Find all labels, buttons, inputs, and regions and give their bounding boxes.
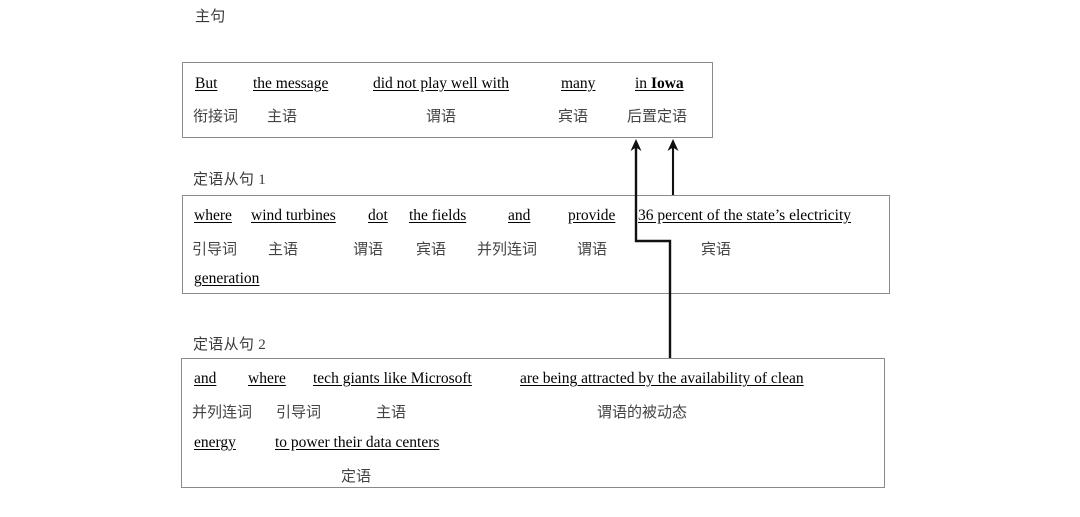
token-in: in	[635, 75, 651, 92]
label-introductory-word-1: 引导词	[192, 242, 238, 258]
label-predicate-1: 谓语	[353, 242, 384, 258]
token-dot: dot	[368, 207, 388, 224]
label-object-1: 宾语	[416, 242, 447, 258]
token-generation: generation	[194, 270, 260, 287]
token-the-message: the message	[253, 75, 329, 92]
token-36-percent-of-the-states-electricity: 36 percent of the state’s electricity	[638, 207, 852, 224]
token-and-1: and	[508, 207, 531, 224]
label-coordinating-conjunction-2: 并列连词	[192, 405, 253, 421]
label-subject-1: 主语	[268, 242, 299, 258]
label-passive-predicate: 谓语的被动态	[597, 405, 688, 421]
label-predicate: 谓语	[426, 109, 457, 125]
token-and-2: and	[194, 370, 217, 387]
label-coordinating-conjunction-1: 并列连词	[477, 242, 538, 258]
label-postpositive-attributive: 后置定语	[627, 109, 688, 125]
token-many: many	[561, 75, 596, 92]
token-energy: energy	[194, 434, 236, 451]
token-wind-turbines: wind turbines	[251, 207, 336, 224]
label-subject-2: 主语	[376, 405, 407, 421]
attributive-clause-1-box: where wind turbines dot the fields and p…	[182, 195, 890, 294]
token-are-being-attracted: are being attracted by the availability …	[520, 370, 804, 387]
attributive-clause-2-box: and where tech giants like Microsoft are…	[181, 358, 885, 488]
token-in-iowa: in Iowa	[635, 75, 684, 93]
caption-attributive-clause-2: 定语从句 2	[193, 337, 267, 353]
main-clause-box: But the message did not play well with m…	[182, 62, 713, 138]
token-but: But	[195, 75, 218, 92]
token-did-not-play-well-with: did not play well with	[373, 75, 510, 92]
token-where-2: where	[248, 370, 286, 387]
label-subject: 主语	[267, 109, 298, 125]
token-the-fields: the fields	[409, 207, 467, 224]
token-tech-giants-like-microsoft: tech giants like Microsoft	[313, 370, 472, 387]
label-introductory-word-2: 引导词	[276, 405, 322, 421]
token-where-1: where	[194, 207, 232, 224]
label-connective: 衔接词	[193, 109, 239, 125]
token-to-power-their-data-centers: to power their data centers	[275, 434, 440, 451]
caption-main-clause: 主句	[195, 9, 226, 25]
label-object-2: 宾语	[701, 242, 732, 258]
label-object: 宾语	[558, 109, 589, 125]
token-provide: provide	[568, 207, 616, 224]
arrow-from-attributive-clause-1	[667, 139, 679, 195]
label-attributive: 定语	[341, 469, 372, 485]
label-predicate-2: 谓语	[577, 242, 608, 258]
caption-attributive-clause-1: 定语从句 1	[193, 172, 267, 188]
token-iowa: Iowa	[650, 75, 684, 92]
